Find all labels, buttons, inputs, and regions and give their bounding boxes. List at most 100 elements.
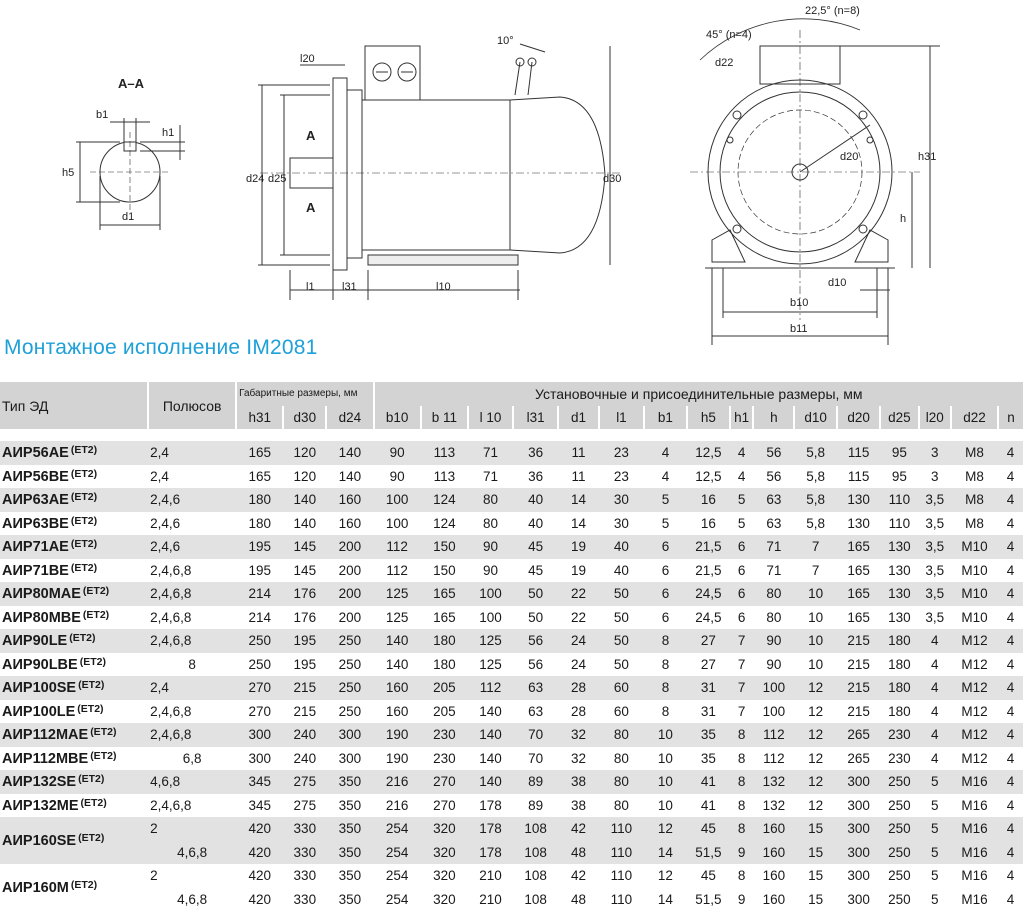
dim-cell: М12 [950,629,999,653]
dim-cell: 250 [338,703,362,719]
dim-cell: 250 [326,676,374,700]
motor-type-suffix: (ЕТ2) [80,796,107,809]
dim-cell: 16 [700,515,716,531]
dim-d24: d24 [246,173,264,185]
column-header: l20 [917,405,951,429]
motor-type: АИР63ВЕ(ЕТ2) [0,512,148,536]
column-header: h5 [685,405,730,429]
dim-cell: 140 [326,441,374,465]
dim-cell: 200 [338,562,362,578]
dim-cell: 350 [338,891,362,907]
dim-h: h [900,213,906,225]
dim-cell: М16 [950,840,999,864]
dim-cell: 165 [847,609,870,625]
poles-cell: 8 [188,656,196,672]
dim-cell: М12 [950,723,999,747]
motor-type-name: АИР56АЕ [2,445,69,462]
dim-cell: 300 [236,723,284,747]
dim-cell: 4 [1006,562,1015,578]
dim-cell: 40 [613,562,629,578]
dim-cell: М10 [950,535,999,559]
dim-cell: 300 [837,817,881,841]
motor-type-suffix: (ЕТ2) [69,632,96,645]
dim-cell: 10 [808,656,824,672]
dim-cell: 210 [479,868,502,884]
dim-cell: 14 [571,515,587,531]
poles-cell: 2,4,6,8 [148,629,237,653]
dim-angle22: 22,5° (n=8) [805,5,860,17]
dim-cell: 8 [737,868,746,884]
dim-cell: М8 [950,488,999,512]
dim-cell: 300 [847,868,870,884]
motor-type: АИР160М(ЕТ2) [0,864,148,911]
dim-cell: 180 [433,656,456,672]
dim-cell: 140 [373,629,421,653]
dim-cell: 330 [293,868,317,884]
dim-cell: 31 [700,703,716,719]
dim-cell: 420 [248,868,272,884]
dim-cell: М10 [950,582,999,606]
poles-cell: 2,4,6,8 [148,723,237,747]
dim-cell: 5 [729,488,754,512]
dim-cell: 216 [373,770,421,794]
dim-cell: 6 [737,562,746,578]
dim-cell: 195 [293,656,317,672]
dim-cell: 5 [643,488,687,512]
dim-cell: 250 [888,797,911,813]
dim-cell: 30 [598,488,644,512]
column-header: h31 [235,405,284,429]
dim-cell: 50 [528,609,544,625]
dim-l1: l1 [306,281,315,293]
dim-cell: 16 [686,488,730,512]
dim-cell: 7 [729,629,754,653]
dim-cell: 4 [643,441,687,465]
dim-cell: 4 [998,629,1023,653]
dim-cell: 4 [661,468,670,484]
dim-cell: 330 [293,891,317,907]
dim-cell: 230 [888,750,911,766]
motor-type-suffix: (ЕТ2) [78,773,105,786]
dim-cell: 265 [837,723,881,747]
dim-cell: 21,5 [695,562,722,578]
dim-cell: 4 [931,703,939,719]
dim-cell: 350 [326,817,374,841]
dim-cell: 42 [571,868,587,884]
dim-cell: 56 [513,629,559,653]
motor-type-name: АИР63АЕ [2,492,69,509]
dim-cell: 15 [794,840,838,864]
dim-cell: 100 [373,488,421,512]
dim-cell: 165 [236,441,284,465]
motor-type-suffix: (ЕТ2) [77,702,104,715]
dim-cell: 38 [571,797,587,813]
motor-type: АИР71АЕ(ЕТ2) [0,535,149,559]
motor-type: АИР160SЕ(ЕТ2) [0,817,149,864]
dim-cell: 95 [891,468,907,484]
dim-cell: 80 [598,723,644,747]
dim-d22: d22 [715,57,733,69]
motor-type: АИР56АЕ(ЕТ2) [0,441,149,465]
dim-cell: 180 [888,703,911,719]
poles-cell: 2,4,6 [150,515,181,531]
dim-cell: 150 [420,535,468,559]
dim-cell: 160 [762,868,786,884]
motor-type-suffix: (ЕТ2) [70,561,98,574]
dim-cell: 21,5 [686,535,730,559]
dim-cell: 12 [657,868,673,884]
dim-cell: 420 [236,840,284,864]
dim-cell: 60 [598,676,644,700]
column-header: l1 [597,405,644,429]
dim-cell: 32 [558,723,599,747]
motor-shaft [289,157,334,189]
dim-cell: 40 [598,535,644,559]
front-foot-right [854,229,889,263]
dim-cell: 36 [528,468,544,484]
motor-type-name: АИР160М [2,880,69,896]
dim-cell: 350 [326,840,374,864]
dim-cell: 300 [248,750,272,766]
